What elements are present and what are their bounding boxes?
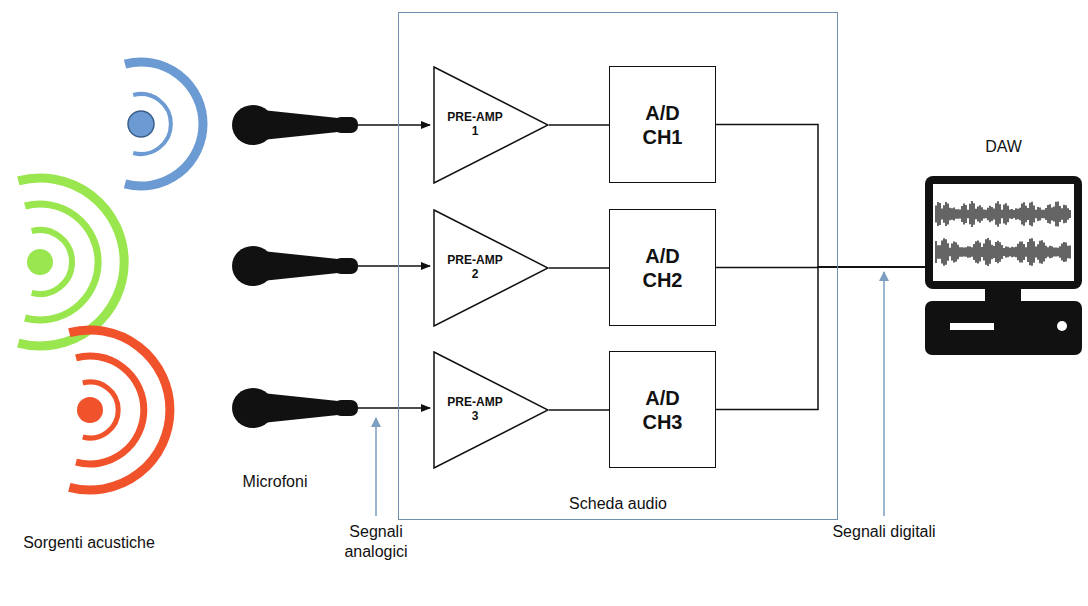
caption-label: Sorgenti acustiche bbox=[4, 533, 174, 553]
audio-interface-box: Scheda audio PRE-AMP 1 A/D CH1PRE-AMP 2 A/D… bbox=[398, 12, 838, 520]
mic-wire bbox=[358, 124, 430, 126]
triangle-outline bbox=[433, 66, 549, 184]
sound-source bbox=[128, 111, 154, 137]
sound-wave bbox=[69, 330, 170, 490]
preamp-triangle: PRE-AMP 2 bbox=[433, 209, 549, 327]
sound-wave bbox=[18, 178, 124, 346]
computer-label: DAW bbox=[925, 138, 1082, 156]
converter-box: A/D CH2 bbox=[609, 209, 716, 326]
converter-label: A/D CH3 bbox=[637, 386, 689, 434]
daw-computer: DAW bbox=[925, 138, 1082, 355]
signal-wire bbox=[716, 125, 925, 268]
preamp-label: PRE-AMP 3 bbox=[443, 396, 507, 424]
converter-label: A/D CH1 bbox=[637, 101, 689, 149]
mic-wire bbox=[358, 265, 430, 267]
leader-line bbox=[375, 418, 377, 516]
acoustic-sources bbox=[18, 62, 203, 490]
converter-box: A/D CH1 bbox=[609, 66, 716, 183]
triangle-outline bbox=[433, 351, 549, 469]
caption-label: Segnali analogici bbox=[322, 522, 430, 562]
preamp-label: PRE-AMP 2 bbox=[443, 254, 507, 282]
mic-wire bbox=[358, 407, 430, 409]
caption-label: Segnali digitali bbox=[832, 522, 936, 542]
preamp-label: PRE-AMP 1 bbox=[443, 111, 507, 139]
microphone-icon bbox=[232, 246, 358, 286]
monitor-icon bbox=[925, 176, 1082, 355]
signal-wire bbox=[716, 267, 925, 410]
converter-label: A/D CH2 bbox=[637, 244, 689, 292]
caption-label: Microfoni bbox=[225, 472, 325, 492]
box-title: Scheda audio bbox=[399, 495, 837, 513]
microphone-icon bbox=[232, 105, 358, 145]
sound-wave bbox=[76, 356, 144, 464]
triangle-outline bbox=[433, 209, 549, 327]
preamp-triangle: PRE-AMP 1 bbox=[433, 66, 549, 184]
sound-source bbox=[77, 397, 103, 423]
microphones bbox=[232, 105, 358, 428]
sound-wave bbox=[125, 62, 203, 186]
converter-box: A/D CH3 bbox=[609, 351, 716, 468]
signal-wire bbox=[549, 124, 609, 126]
microphone-icon bbox=[232, 388, 358, 428]
preamp-triangle: PRE-AMP 3 bbox=[433, 351, 549, 469]
signal-wire bbox=[549, 409, 609, 411]
sound-wave bbox=[25, 204, 98, 320]
leader-line bbox=[883, 272, 885, 516]
sound-source bbox=[27, 249, 53, 275]
signal-wire bbox=[549, 267, 609, 269]
